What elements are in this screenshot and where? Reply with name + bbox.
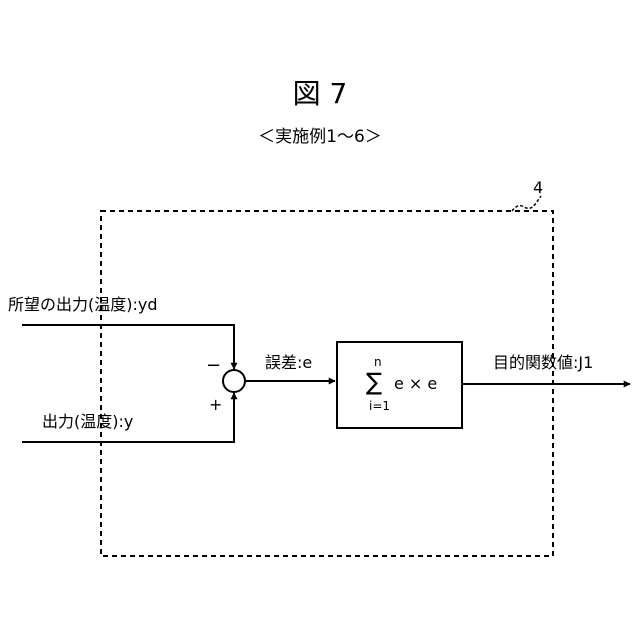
figure-subtitle: ＜実施例1〜6＞: [0, 129, 640, 146]
error-label: 誤差:e: [265, 355, 312, 371]
actual-output-label: 出力(温度):y: [42, 414, 133, 430]
summation-upper-limit: n: [374, 356, 382, 368]
figure-title: 図 7: [0, 80, 640, 108]
plus-sign: +: [209, 397, 222, 413]
desired-output-label: 所望の出力(温度):yd: [8, 297, 158, 313]
summation-lower-limit: i=1: [369, 400, 390, 412]
reference-leader-line: [512, 196, 541, 211]
desired-output-signal-line: [22, 325, 234, 369]
summation-expression: e × e: [394, 376, 437, 392]
objective-value-label: 目的関数値:J1: [493, 355, 593, 371]
summation-symbol: ∑: [366, 370, 382, 394]
reference-number: 4: [533, 180, 543, 196]
minus-sign: −: [206, 357, 221, 375]
summing-junction-circle: [223, 370, 245, 392]
